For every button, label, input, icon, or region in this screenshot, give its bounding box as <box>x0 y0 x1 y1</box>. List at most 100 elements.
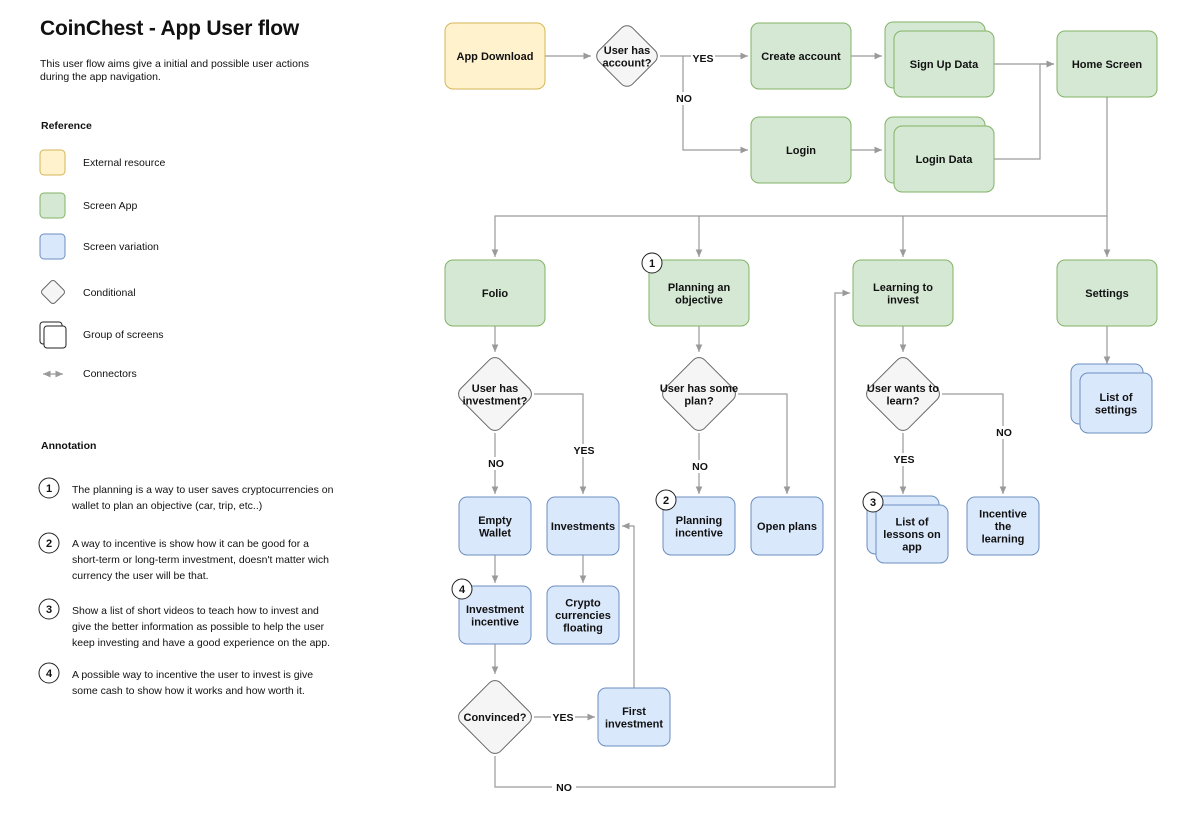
legend-label-group: Group of screens <box>83 329 164 341</box>
node-folio[interactable]: Folio <box>444 259 546 327</box>
edge-learn-no <box>942 393 1007 494</box>
edge-label-account-no: NO <box>676 93 692 105</box>
edge-first-to-investments <box>622 522 635 688</box>
legend-swatch-group <box>39 321 67 349</box>
annotation-number-2: 2 <box>38 532 60 554</box>
edge-convinced-no <box>494 289 850 788</box>
annotation-number-1: 1 <box>38 477 60 499</box>
edge-plan-yes <box>738 393 791 494</box>
svg-text:2: 2 <box>46 538 52 550</box>
legend-swatch-screen <box>39 192 66 219</box>
node-login-data[interactable]: Login Data <box>884 116 995 193</box>
legend-label-variation: Screen variation <box>83 241 159 253</box>
reference-heading: Reference <box>41 120 92 132</box>
legend-swatch-external <box>39 149 66 176</box>
svg-text:Create account: Create account <box>761 51 841 63</box>
annotation-heading: Annotation <box>41 440 97 452</box>
page-subtitle: This user flow aims give a initial and p… <box>40 58 310 83</box>
edge-label-plan-no: NO <box>692 461 708 473</box>
svg-text:Investments: Investments <box>551 521 615 533</box>
badge-1: 1 <box>641 252 663 274</box>
svg-text:Convinced?: Convinced? <box>464 712 527 724</box>
edge-account-no <box>682 56 748 154</box>
svg-text:2: 2 <box>663 495 669 507</box>
svg-text:4: 4 <box>459 584 466 596</box>
svg-text:1: 1 <box>46 483 52 495</box>
legend-swatch-conditional <box>41 280 65 304</box>
badge-3: 3 <box>862 491 884 513</box>
node-settings[interactable]: Settings <box>1056 259 1158 327</box>
legend-swatch-variation <box>39 233 66 260</box>
svg-text:Settings: Settings <box>1085 288 1128 300</box>
node-open-plans[interactable]: Open plans <box>750 496 824 556</box>
edge-label-learn-yes: YES <box>893 454 914 466</box>
svg-text:Open plans: Open plans <box>757 521 817 533</box>
badge-2: 2 <box>655 489 677 511</box>
legend-label-connector: Connectors <box>83 368 137 380</box>
svg-text:Login: Login <box>786 145 816 157</box>
node-investments[interactable]: Investments <box>546 496 620 556</box>
annotation-number-3: 3 <box>38 598 60 620</box>
node-signup-data[interactable]: Sign Up Data <box>884 21 995 98</box>
edge-investment-yes <box>534 393 587 494</box>
edge-logindata-to-home <box>994 60 1054 160</box>
edge-label-learn-no: NO <box>996 427 1012 439</box>
edge-label-account-yes: YES <box>692 53 713 65</box>
node-convinced[interactable]: Convinced? <box>455 677 534 756</box>
node-login[interactable]: Login <box>750 116 852 184</box>
svg-text:3: 3 <box>46 604 52 616</box>
edge-label-investment-yes: YES <box>573 445 594 457</box>
annotation-text-1: The planning is a way to user saves cryp… <box>72 484 334 512</box>
svg-text:4: 4 <box>46 668 53 680</box>
annotation-text-2: A way to incentive is show how it can be… <box>72 538 330 582</box>
edge-home-to-folio <box>491 97 1108 257</box>
page-title: CoinChest - App User flow <box>40 17 300 40</box>
edge-label-convinced-no: NO <box>556 782 572 794</box>
svg-text:3: 3 <box>870 497 876 509</box>
svg-text:App Download: App Download <box>457 51 534 63</box>
legend-label-screen: Screen App <box>83 200 138 212</box>
legend-label-external: External resource <box>83 157 166 169</box>
svg-text:Sign Up Data: Sign Up Data <box>910 59 979 71</box>
node-home-screen[interactable]: Home Screen <box>1056 30 1158 98</box>
svg-text:1: 1 <box>649 258 655 270</box>
node-app-download[interactable]: App Download <box>444 22 546 90</box>
node-create-account[interactable]: Create account <box>750 22 852 90</box>
badge-4: 4 <box>451 578 473 600</box>
annotation-number-4: 4 <box>38 662 60 684</box>
edge-label-convinced-yes: YES <box>552 712 573 724</box>
legend-label-conditional: Conditional <box>83 287 136 299</box>
svg-text:Login Data: Login Data <box>916 154 974 166</box>
edge-label-investment-no: NO <box>488 458 504 470</box>
annotation-text-4: A possible way to incentive the user to … <box>72 669 314 697</box>
